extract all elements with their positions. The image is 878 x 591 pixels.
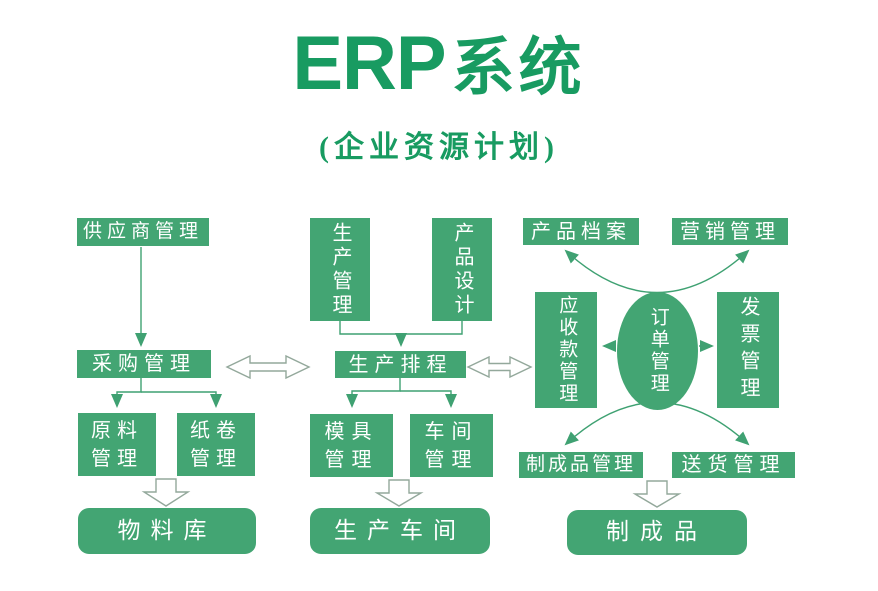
page-subtitle: (企业资源计划) (319, 131, 559, 164)
node-production-workshop: 生产车间 (310, 508, 490, 554)
node-delivery-management: 送货管理 (672, 452, 795, 478)
arrow-purchasing-to-raw-material (111, 378, 142, 408)
node-production-scheduling: 生产排程 (335, 351, 466, 378)
page-title: ERP 系统 (0, 26, 878, 102)
double-arrow-scheduling-receivables (466, 355, 533, 379)
title-erp: ERP (292, 21, 446, 106)
arrow-purchasing-to-paper-roll (141, 391, 222, 408)
node-finished-goods-management: 制成品管理 (519, 452, 643, 478)
arc-order-to-archive-and-marketing (564, 249, 750, 294)
node-paper-roll-management: 纸卷 管理 (177, 413, 255, 476)
arrow-scheduling-to-mold (346, 378, 401, 408)
node-product-archive: 产品档案 (523, 218, 639, 245)
node-supplier-management: 供应商管理 (77, 218, 209, 246)
node-purchasing-management: 采购管理 (77, 350, 211, 378)
node-mold-management: 模具 管理 (310, 414, 393, 477)
node-workshop-management: 车间 管理 (410, 414, 493, 477)
node-finished-goods: 制成品 (567, 510, 747, 555)
node-product-design: 产品设计 (432, 218, 492, 321)
bracket-production-design (339, 321, 463, 335)
double-arrow-purchasing-scheduling (225, 354, 311, 380)
node-production-management: 生产管理 (310, 218, 370, 321)
arrow-scheduling-to-workshop (400, 390, 457, 408)
block-arrow-to-material-warehouse (141, 478, 191, 507)
node-invoice-management: 发票管理 (717, 292, 779, 408)
node-accounts-receivable-management: 应收款管理 (535, 292, 597, 408)
node-material-warehouse: 物料库 (78, 508, 256, 554)
block-arrow-to-production-workshop (374, 479, 424, 507)
node-marketing-management: 营销管理 (672, 218, 788, 245)
block-arrow-to-finished-goods (632, 480, 682, 508)
node-raw-material-management: 原料 管理 (78, 413, 156, 476)
node-order-management: 订单管理 (617, 292, 698, 410)
title-system: 系统 (451, 33, 586, 103)
